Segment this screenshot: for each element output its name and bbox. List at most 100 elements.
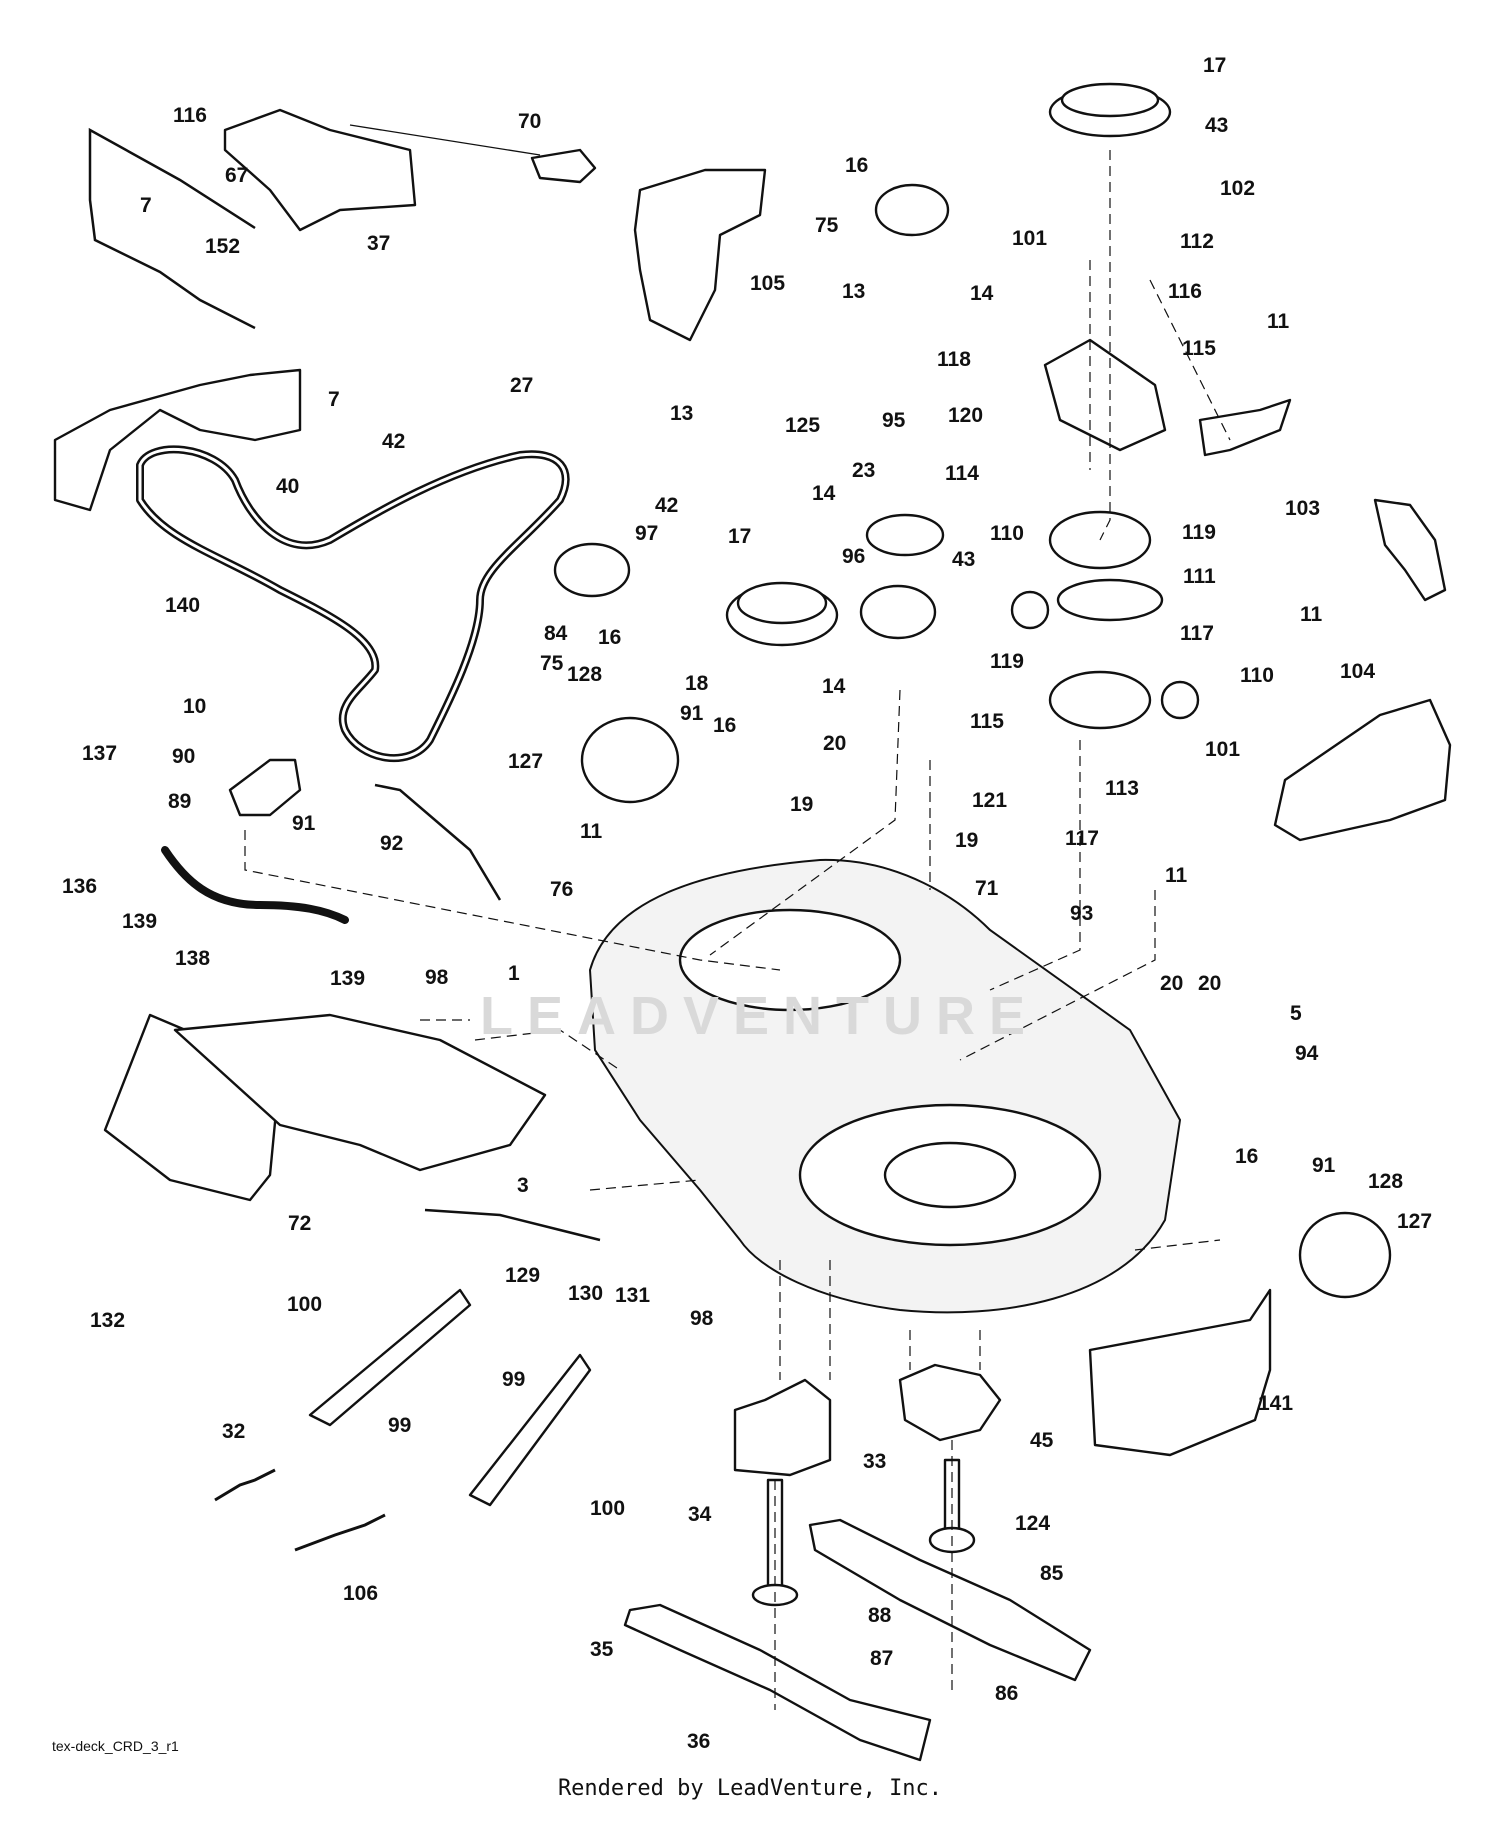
part-callout-139: 139	[122, 910, 157, 933]
part-callout-129: 129	[505, 1264, 540, 1287]
part-callout-128: 128	[1368, 1170, 1403, 1193]
part-callout-114: 114	[945, 462, 979, 485]
part-callout-17: 17	[728, 525, 751, 548]
part-callout-99: 99	[502, 1368, 525, 1391]
part-callout-11: 11	[580, 820, 603, 843]
knob	[530, 148, 597, 184]
part-callout-18: 18	[685, 672, 709, 695]
part-callout-111: 111	[1183, 565, 1216, 588]
part-callout-45: 45	[1030, 1429, 1054, 1452]
part-callout-87: 87	[870, 1647, 893, 1670]
wheel-128-right	[1298, 1211, 1392, 1299]
part-callout-34: 34	[688, 1503, 712, 1526]
part-callout-20: 20	[1160, 972, 1183, 995]
part-callout-98: 98	[690, 1307, 714, 1330]
wheel-128-left	[580, 716, 680, 804]
gearbox-plate	[1043, 338, 1167, 452]
part-callout-10: 10	[183, 695, 206, 718]
part-callout-11: 11	[1165, 864, 1188, 887]
part-callout-128: 128	[567, 663, 602, 686]
part-callout-16: 16	[713, 714, 736, 737]
drive-belt-inner	[138, 447, 568, 760]
part-callout-43: 43	[1205, 114, 1228, 137]
part-callout-130: 130	[568, 1282, 603, 1305]
part-callout-95: 95	[882, 409, 906, 432]
part-callout-70: 70	[518, 110, 541, 133]
part-callout-35: 35	[590, 1638, 614, 1661]
part-callout-116: 116	[1168, 280, 1202, 303]
spring-32	[214, 1468, 276, 1502]
pulley-97	[865, 513, 945, 557]
part-callout-99: 99	[388, 1414, 411, 1437]
part-callout-131: 131	[615, 1284, 650, 1307]
part-callout-124: 124	[1015, 1512, 1050, 1535]
pulley-43-top-groove	[1060, 82, 1160, 118]
shield-140	[53, 368, 302, 512]
part-callout-100: 100	[287, 1293, 322, 1316]
part-callout-120: 120	[948, 404, 983, 427]
idler-75-left	[553, 542, 631, 598]
part-callout-33: 33	[863, 1450, 886, 1473]
part-callout-86: 86	[995, 1682, 1018, 1705]
part-callout-20: 20	[1198, 972, 1221, 995]
part-callout-103: 103	[1285, 497, 1320, 520]
part-callout-119: 119	[1182, 521, 1216, 544]
part-callout-119: 119	[990, 650, 1024, 673]
part-callout-112: 112	[1180, 230, 1214, 253]
part-callout-16: 16	[598, 626, 621, 649]
shield-103	[1373, 498, 1447, 602]
part-callout-121: 121	[972, 789, 1007, 812]
blade-85	[808, 1518, 1092, 1682]
shield-104	[1273, 698, 1452, 842]
chute-72-body	[173, 1013, 547, 1172]
idler-75-mid	[859, 584, 937, 640]
rod-129	[424, 1208, 601, 1242]
part-callout-127: 127	[1397, 1210, 1432, 1233]
part-callout-13: 13	[842, 280, 865, 303]
part-callout-92: 92	[380, 832, 403, 855]
part-callout-67: 67	[225, 164, 248, 187]
part-callout-85: 85	[1040, 1562, 1064, 1585]
part-callout-90: 90	[172, 745, 195, 768]
hose-138	[161, 846, 349, 924]
bracket-89	[228, 758, 302, 817]
shield-105	[633, 168, 767, 342]
spindle-45	[898, 1363, 1002, 1442]
part-callout-105: 105	[750, 272, 785, 295]
part-callout-20: 20	[823, 732, 846, 755]
part-callout-91: 91	[292, 812, 316, 835]
part-callout-110: 110	[1240, 664, 1274, 687]
part-callout-132: 132	[90, 1309, 125, 1332]
pulley-43-mid-groove	[736, 581, 828, 625]
part-callout-115: 115	[1182, 337, 1216, 360]
part-callout-19: 19	[955, 829, 978, 852]
part-callout-97: 97	[635, 522, 658, 545]
control-rod	[349, 124, 541, 156]
part-callout-72: 72	[288, 1212, 311, 1235]
bracket-assembly	[223, 108, 417, 232]
spring-106	[294, 1513, 386, 1552]
part-callout-127: 127	[508, 750, 543, 773]
part-callout-23: 23	[852, 459, 875, 482]
part-callout-93: 93	[1070, 902, 1093, 925]
bracket-120	[1198, 398, 1292, 457]
part-callout-98: 98	[425, 966, 449, 989]
part-callout-117: 117	[1180, 622, 1214, 645]
diagram-id: tex-deck_CRD_3_r1	[52, 1738, 179, 1754]
part-callout-125: 125	[785, 414, 820, 437]
part-callout-11: 11	[1300, 603, 1323, 626]
cable	[88, 127, 256, 330]
part-callout-16: 16	[845, 154, 868, 177]
part-callout-13: 13	[670, 402, 693, 425]
gear-110-left	[1010, 590, 1050, 630]
gear-110-right	[1160, 680, 1200, 720]
deck-spindle-hole-right	[883, 1141, 1017, 1209]
arm-99-lower	[468, 1353, 592, 1507]
part-callout-32: 32	[222, 1420, 245, 1443]
part-callout-88: 88	[868, 1604, 892, 1627]
arm-99-upper	[308, 1288, 472, 1427]
part-callout-140: 140	[165, 594, 200, 617]
part-callout-27: 27	[510, 374, 533, 397]
part-callout-5: 5	[1290, 1002, 1302, 1025]
